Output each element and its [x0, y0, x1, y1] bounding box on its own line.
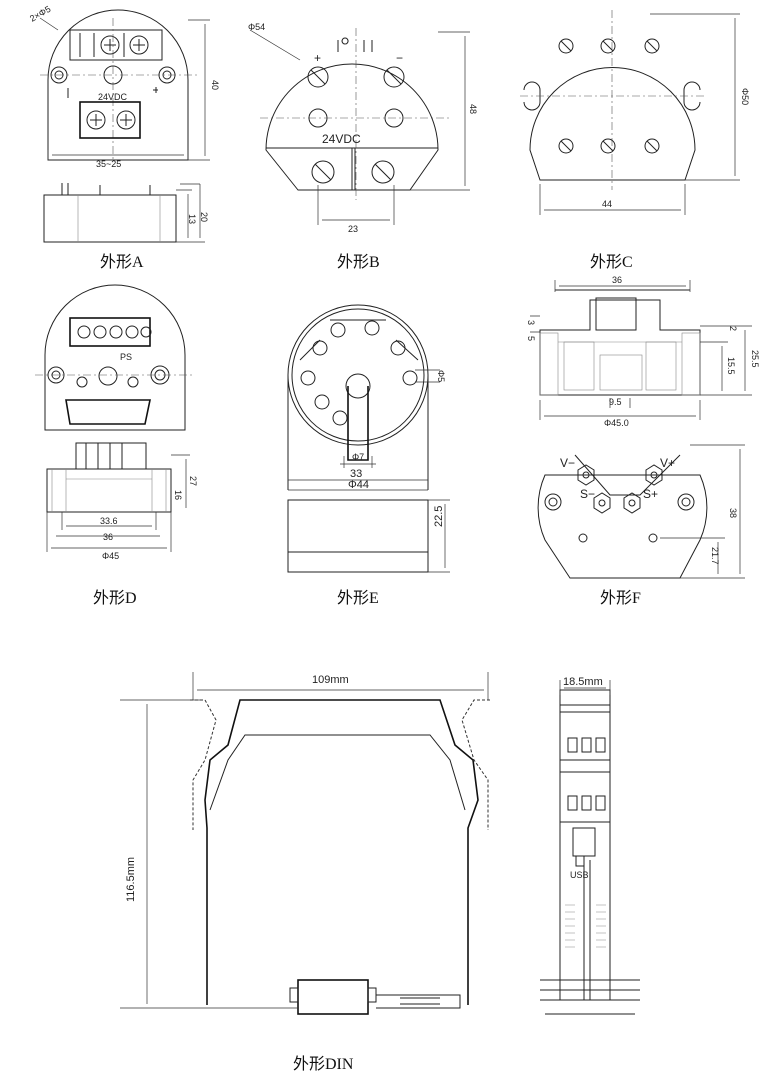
a-hole-label: 2×Φ5 [28, 4, 52, 24]
caption-shape-a: 外形A [100, 253, 144, 271]
c-width-dim: 44 [602, 199, 612, 209]
b-minus-label: − [396, 51, 403, 65]
f-s-minus-label: S− [580, 487, 595, 501]
b-diameter-dim: Φ54 [248, 22, 265, 32]
shape-a-drawing [39, 9, 210, 243]
d-height-dim: 27 [188, 476, 198, 486]
shape-din-drawing [120, 672, 640, 1015]
a-supply-label: 24VDC [98, 92, 128, 102]
caption-shape-f: 外形F [600, 589, 641, 607]
f-dim-15-5: 15.5 [726, 357, 736, 375]
a-width-dim: 35~25 [96, 159, 121, 169]
caption-shape-din: 外形DIN [293, 1055, 354, 1073]
e-height-dim: 22.5 [433, 506, 445, 527]
d-dim-45: Φ45 [102, 551, 119, 561]
b-plus-label: + [314, 51, 321, 65]
d-dim-33-6: 33.6 [100, 516, 118, 526]
f-v-plus-label: V+ [660, 456, 675, 470]
a-height-dim: 40 [210, 80, 220, 90]
f-dim-21-7: 21.7 [710, 547, 720, 565]
f-v-minus-label: V− [560, 456, 575, 470]
c-diameter-dim: Φ50 [740, 88, 750, 105]
f-top-dim: 36 [612, 275, 622, 285]
e-width-dim-33: 33 [350, 468, 362, 480]
f-dim-5: 5 [526, 336, 536, 341]
d-supply-label: PS [120, 352, 132, 362]
f-s-plus-label: S+ [643, 487, 658, 501]
caption-shape-c: 外形C [590, 253, 633, 271]
din-width-dim: 109mm [312, 674, 349, 686]
din-height-dim: 116.5mm [125, 857, 137, 902]
d-height-dim-2: 16 [173, 490, 183, 500]
caption-shape-d: 外形D [93, 589, 137, 607]
f-dim-9-5: 9.5 [609, 397, 622, 407]
shape-b-drawing [249, 28, 470, 225]
f-dim-25-5: 25.5 [750, 350, 760, 368]
caption-shape-e: 外形E [337, 589, 379, 607]
b-supply-label: 24VDC [322, 132, 361, 146]
e-width-dim-44: Φ44 [348, 479, 369, 491]
d-dim-36: 36 [103, 532, 113, 542]
shape-c-drawing [520, 10, 740, 215]
e-pin-dim: Φ7 [352, 452, 364, 462]
f-dim-2: 2 [728, 326, 738, 331]
f-dim-45-0: Φ45.0 [604, 418, 629, 428]
f-dim-38: 38 [728, 508, 738, 518]
shape-f-drawing [530, 280, 752, 579]
a-side-dim-1: 13 [187, 214, 197, 224]
shape-d-drawing [35, 284, 195, 552]
din-usb-label: USB [570, 870, 589, 880]
din-thickness-dim: 18.5mm [563, 676, 603, 688]
a-side-dim-2: 20 [199, 212, 209, 222]
e-hole-dim: Φ5 [436, 370, 446, 382]
shape-e-drawing [287, 304, 450, 573]
b-height-dim: 48 [468, 104, 478, 114]
f-dim-3: 3 [526, 320, 536, 325]
caption-shape-b: 外形B [337, 253, 380, 271]
b-width-dim: 23 [348, 224, 358, 234]
